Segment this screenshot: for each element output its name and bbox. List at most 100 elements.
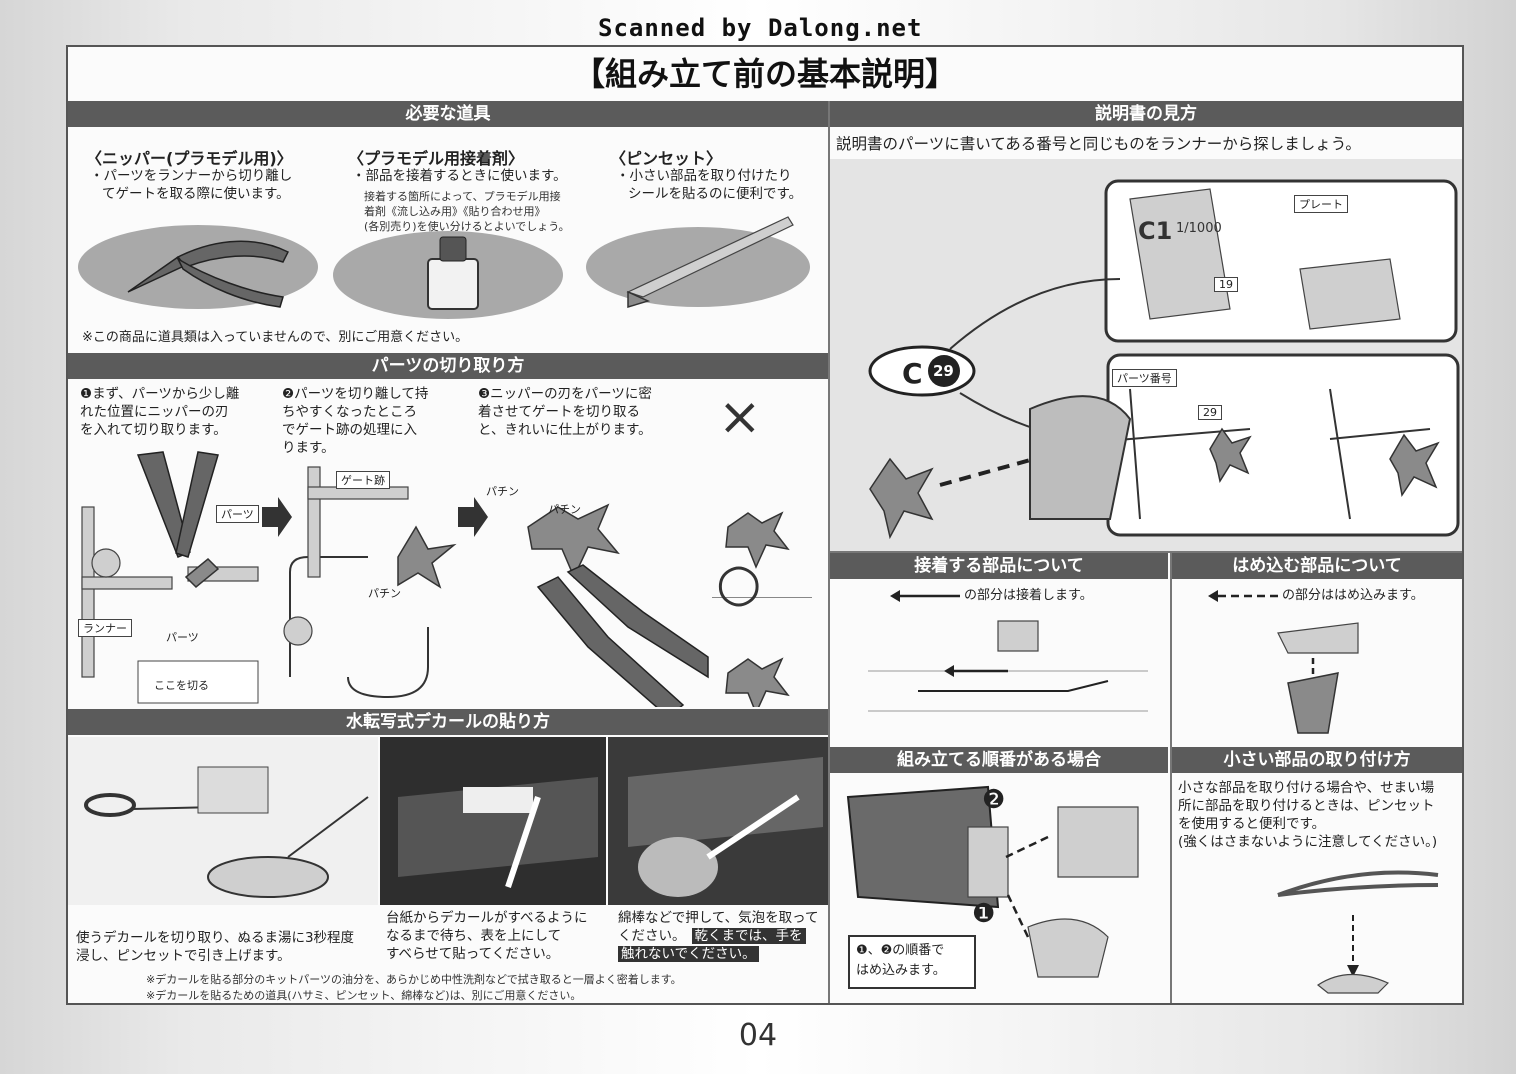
part-star-icon (725, 511, 790, 569)
next-arrow-icon (262, 497, 292, 537)
glued-illustration (868, 620, 1148, 712)
cut-step-1-line: れた位置にニッパーの刃 (80, 404, 229, 420)
glue-note-1: 接着する箇所によって、プラモデル用接 (364, 190, 561, 203)
label-parts-zoom: パーツ (166, 631, 199, 644)
water-dish (207, 856, 329, 898)
step-1-marker: ❶ (972, 899, 996, 929)
plate-zoom-box (1104, 179, 1458, 343)
glue-title: 〈プラモデル用接着剤〉 (348, 149, 525, 168)
section-divider (1170, 551, 1172, 1003)
right-mark: ○ (716, 553, 762, 613)
dashed-arrow-icon (1208, 590, 1278, 602)
decal-step-2-line: 台紙からデカールがすべるように (386, 910, 588, 926)
small-parts-line: 小さな部品を取り付ける場合や、せまい場 (1178, 780, 1435, 796)
glued-legend: の部分は接着します。 (964, 588, 1093, 603)
page-number: 04 (738, 1018, 778, 1053)
order-note-line: ❶、❷の順番で (856, 943, 945, 958)
tweezers-desc-2: シールを貼るのに便利です。 (628, 186, 803, 202)
manual-illustration (830, 159, 1462, 551)
small-parts-line: (強くはさまないように注意してください。) (1178, 834, 1438, 850)
cut-step-2-line: でゲート跡の処理に入 (282, 422, 417, 438)
callout-letter: C (902, 357, 923, 390)
instruction-page: 【組み立て前の基本説明】 必要な道具 〈ニッパー(プラモデル用)〉 ・パーツをラ… (66, 45, 1464, 1005)
part-2 (1057, 806, 1139, 878)
small-parts-text: 小さな部品を取り付ける場合や、せまい場 所に部品を取り付けるときは、ピンセット … (1178, 779, 1437, 851)
part-star-icon (869, 457, 934, 540)
nipper-desc-2: てゲートを取る際に使います。 (102, 186, 290, 202)
decal-step-3: 綿棒などで押して、気泡を取って ください。乾くまでは、手を 触れないでください。 (618, 909, 818, 963)
glue-bottle-icon (427, 236, 479, 310)
cut-step-3: ❸ニッパーの刃をパーツに密 着させてゲートを切り取る と、きれいに仕上がります。 (478, 385, 708, 439)
cut-step-3-line: と、きれいに仕上がります。 (478, 422, 652, 438)
cut-step-2-line: ります。 (282, 440, 335, 456)
decal-step-1-line: 使うデカールを切り取り、ぬるま湯に3秒程度 (76, 930, 355, 946)
tools-note: ※この商品に道具類は入っていませんので、別にご用意ください。 (82, 330, 469, 345)
scan-credit: Scanned by Dalong.net (598, 14, 923, 42)
decal-sheet (197, 766, 269, 814)
decal-step-2-line: すべらせて貼ってください。 (386, 946, 560, 962)
cotton-swab-icon (505, 796, 541, 888)
fit-arrow (939, 447, 1071, 487)
label-parts: パーツ (216, 505, 259, 523)
order-illustration (846, 785, 1139, 978)
decal-warning: 乾くまでは、手を (691, 928, 806, 944)
plate-scale: 1/1000 (1176, 221, 1222, 236)
wrong-mark: × (718, 387, 762, 447)
ship-hull (398, 777, 598, 877)
glued-banner: 接着する部品について (830, 553, 1168, 579)
cut-step-2: ❷パーツを切り離して持 ちやすくなったところ でゲート跡の処理に入 ります。 (282, 385, 462, 457)
order-note-box: ❶、❷の順番で はめ込みます。 (848, 935, 976, 989)
tools-banner: 必要な道具 (68, 101, 828, 127)
ship-section (846, 785, 1000, 909)
label-snip: パチン (548, 503, 581, 516)
tweezers-icon (287, 796, 369, 858)
cut-step-3-line: ❸ニッパーの刃をパーツに密 (478, 386, 652, 402)
small-part (1316, 973, 1390, 994)
label-snip: パチン (486, 485, 519, 498)
part-star-icon (725, 657, 790, 707)
decal-banner: 水転写式デカールの貼り方 (68, 709, 828, 735)
plate-code: C1 (1138, 217, 1173, 245)
tweezers-desc-1: ・小さい部品を取り付けたり (616, 168, 792, 184)
label-cut-here: ここを切る (154, 679, 209, 692)
decal-note-2: ※デカールを貼るための道具(ハサミ、ピンセット、綿棒など)は、別にご用意ください… (146, 989, 582, 1002)
small-parts-banner: 小さい部品の取り付け方 (1172, 747, 1462, 773)
decal-step-3-line: ください。 (618, 928, 686, 944)
part-number: 29 (1198, 405, 1222, 420)
part-slot (967, 826, 1009, 898)
gate-number: 19 (1214, 277, 1238, 292)
cut-step-2-line: ❷パーツを切り離して持 (282, 386, 429, 402)
decal-patch (463, 787, 533, 813)
partnum-label: パーツ番号 (1112, 369, 1177, 387)
runner-illustration (283, 466, 429, 699)
zoom-box (137, 660, 259, 704)
fitted-illustration (1277, 622, 1359, 734)
cut-step-1-line: ❶まず、パーツから少し離 (80, 386, 240, 402)
ship-hull (628, 757, 823, 847)
manual-banner: 説明書の見方 (830, 101, 1462, 127)
plate-label: プレート (1294, 195, 1348, 213)
nipper-desc-1: ・パーツをランナーから切り離し (90, 168, 293, 184)
finger (638, 837, 718, 897)
pointer-arrow (949, 278, 1121, 350)
ship-bow (1029, 395, 1132, 520)
step-2-marker: ❷ (982, 785, 1006, 815)
decal-step-1: 使うデカールを切り取り、ぬるま湯に3秒程度 浸し、ピンセットで引き上げます。 (76, 929, 354, 965)
small-parts-line: 所に部品を取り付けるときは、ピンセット (1178, 798, 1435, 814)
label-runner: ランナー (78, 619, 132, 637)
cut-step-3-line: 着させてゲートを切り取る (478, 404, 640, 420)
manual-desc: 説明書のパーツに書いてある番号と同じものをランナーから探しましょう。 (836, 135, 1361, 153)
tools-illustrations (78, 216, 810, 319)
callout-badge (868, 345, 976, 397)
divider-line (712, 597, 812, 598)
glue-note-2: 着剤《流し込み用》《貼り合わせ用》 (364, 205, 546, 218)
decal-step-1-line: 浸し、ピンセットで引き上げます。 (76, 948, 291, 964)
decal-step-3-line: 綿棒などで押して、気泡を取って (618, 910, 819, 926)
cutting-illustrations (81, 451, 812, 707)
glue-desc-1: ・部品を接着するときに使います。 (352, 168, 567, 184)
nipper-title: 〈ニッパー(プラモデル用)〉 (86, 149, 293, 168)
fitted-legend: の部分ははめ込みます。 (1282, 588, 1424, 603)
section-divider (830, 551, 1462, 553)
tweezers-title: 〈ピンセット〉 (610, 149, 723, 168)
part-star-icon (527, 503, 620, 579)
